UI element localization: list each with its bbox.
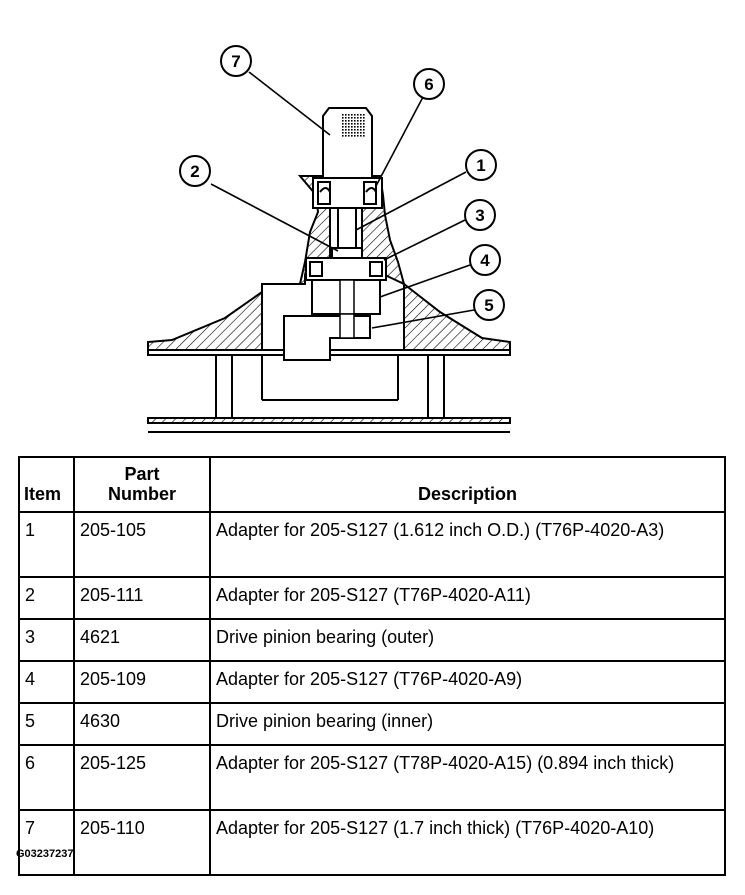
cell-description: Adapter for 205-S127 (T78P-4020-A15) (0.… bbox=[209, 744, 726, 811]
tool-stack bbox=[283, 107, 387, 361]
header-item: Item bbox=[18, 456, 75, 513]
cell-item: 3 bbox=[18, 618, 75, 662]
cell-description: Drive pinion bearing (outer) bbox=[209, 618, 726, 662]
table-row: 3 4621 Drive pinion bearing (outer) bbox=[18, 618, 726, 662]
callout-7: 7 bbox=[220, 45, 252, 77]
cell-item: 2 bbox=[18, 576, 75, 620]
table-row: 5 4630 Drive pinion bearing (inner) bbox=[18, 702, 726, 746]
svg-text:2: 2 bbox=[190, 162, 199, 181]
cell-item: 5 bbox=[18, 702, 75, 746]
callout-5: 5 bbox=[473, 289, 505, 321]
table-row: 2 205-111 Adapter for 205-S127 (T76P-402… bbox=[18, 576, 726, 620]
table-row: 4 205-109 Adapter for 205-S127 (T76P-402… bbox=[18, 660, 726, 704]
table-row: 1 205-105 Adapter for 205-S127 (1.612 in… bbox=[18, 511, 726, 578]
header-part-line1: Part bbox=[124, 464, 160, 484]
cell-item: 1 bbox=[18, 511, 75, 578]
callout-3: 3 bbox=[464, 199, 496, 231]
figure-code: G03237237 bbox=[16, 848, 74, 860]
header-description: Description bbox=[209, 456, 726, 513]
table-row: 7 205-110 Adapter for 205-S127 (1.7 inch… bbox=[18, 809, 726, 876]
table-row: 6 205-125 Adapter for 205-S127 (T78P-402… bbox=[18, 744, 726, 811]
callout-2: 2 bbox=[179, 155, 211, 187]
cell-description: Adapter for 205-S127 (T76P-4020-A11) bbox=[209, 576, 726, 620]
tool-assembly-diagram: 7 6 2 1 3 4 5 bbox=[147, 45, 511, 433]
cell-item: 4 bbox=[18, 660, 75, 704]
cell-item: 7 bbox=[18, 809, 75, 876]
callout-1: 1 bbox=[465, 149, 497, 181]
cell-description: Adapter for 205-S127 (T76P-4020-A9) bbox=[209, 660, 726, 704]
svg-text:4: 4 bbox=[480, 251, 490, 270]
callout-6: 6 bbox=[413, 68, 445, 100]
svg-text:3: 3 bbox=[475, 206, 484, 225]
callout-4: 4 bbox=[469, 244, 501, 276]
svg-text:7: 7 bbox=[231, 52, 240, 71]
svg-text:6: 6 bbox=[424, 75, 433, 94]
cell-description: Adapter for 205-S127 (1.7 inch thick) (T… bbox=[209, 809, 726, 876]
svg-text:5: 5 bbox=[484, 296, 493, 315]
cell-part-number: 4630 bbox=[73, 702, 211, 746]
cell-description: Adapter for 205-S127 (1.612 inch O.D.) (… bbox=[209, 511, 726, 578]
header-part-line2: Number bbox=[107, 484, 176, 504]
cell-part-number: 205-110 bbox=[73, 809, 211, 876]
cell-part-number: 205-105 bbox=[73, 511, 211, 578]
cell-item: 6 bbox=[18, 744, 75, 811]
cell-part-number: 205-125 bbox=[73, 744, 211, 811]
callout-leaders bbox=[210, 71, 475, 329]
cell-part-number: 205-109 bbox=[73, 660, 211, 704]
cell-description: Drive pinion bearing (inner) bbox=[209, 702, 726, 746]
cell-part-number: 205-111 bbox=[73, 576, 211, 620]
svg-text:1: 1 bbox=[476, 156, 485, 175]
cell-part-number: 4621 bbox=[73, 618, 211, 662]
